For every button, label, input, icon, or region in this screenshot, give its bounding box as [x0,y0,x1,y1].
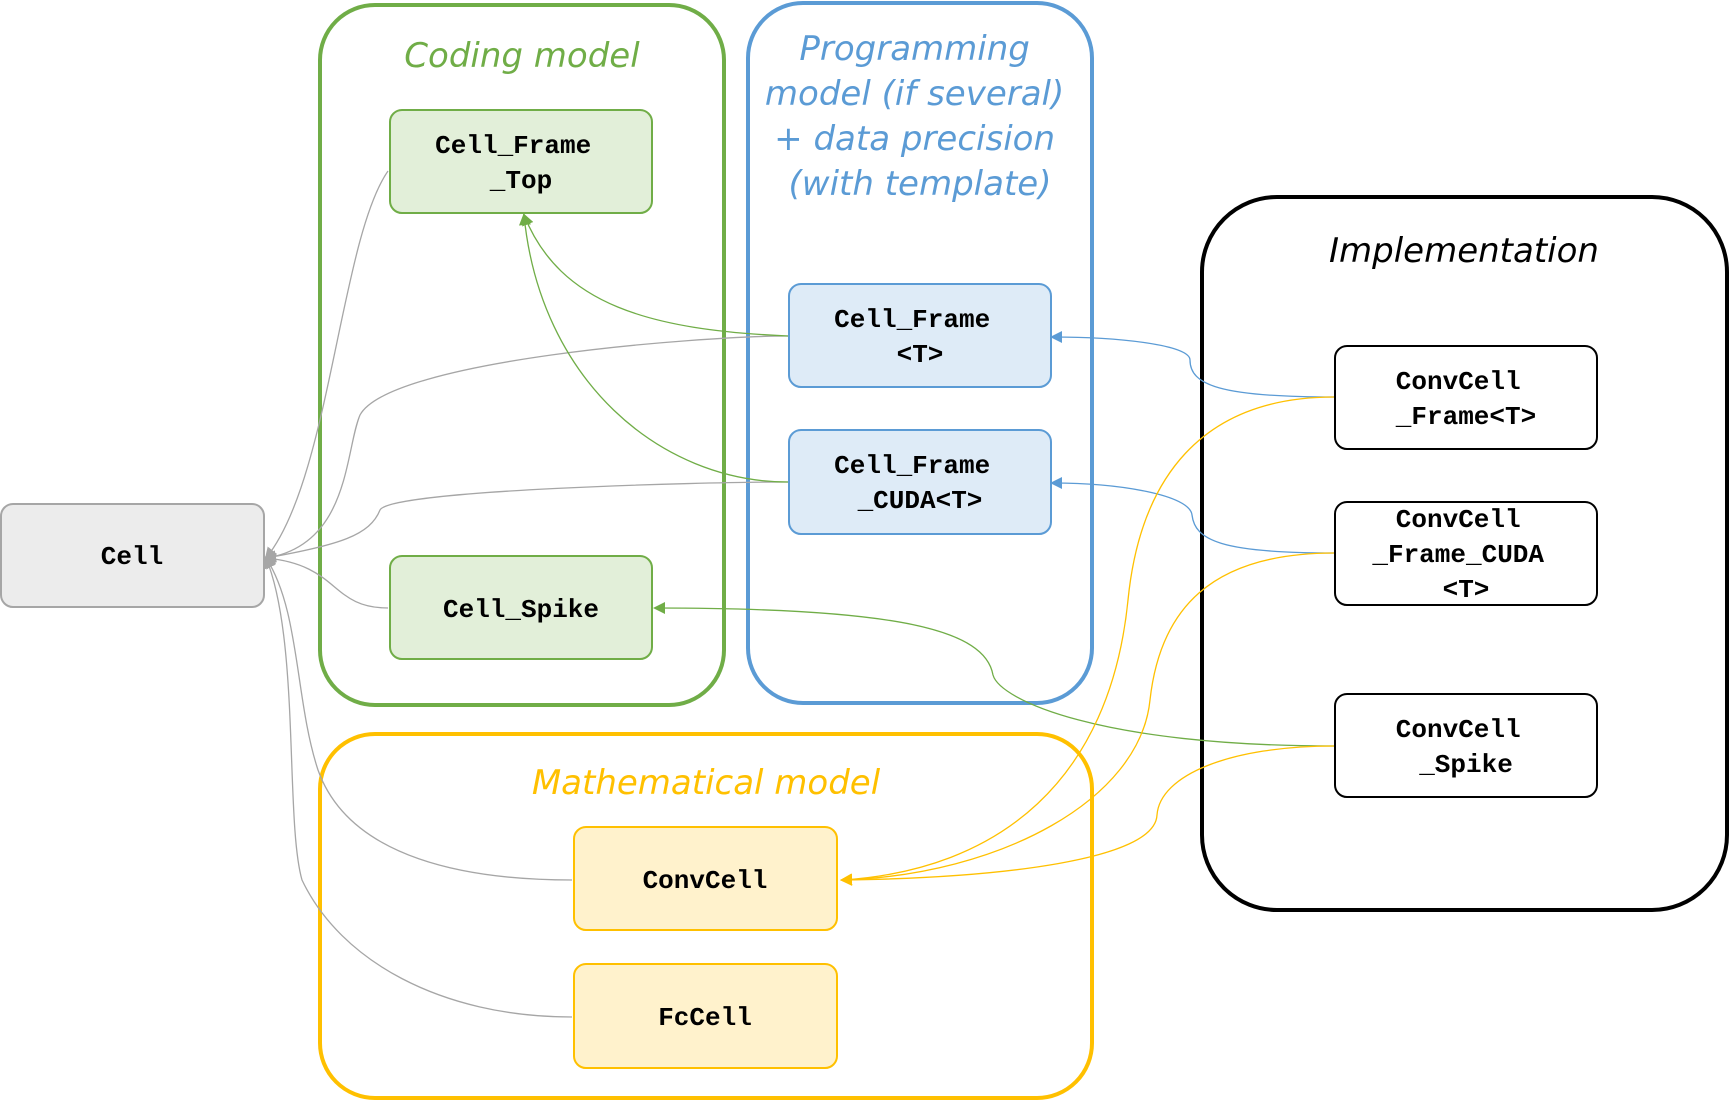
edge-convcell-to-cell [264,556,573,881]
implementation-title: Implementation [1329,231,1599,271]
node-fccell[interactable]: FcCell [573,963,838,1069]
node-convcell[interactable]: ConvCell [573,826,838,931]
edge-convcell-frame-t-to-convcell [840,396,1335,886]
programming-model-group [746,1,1094,705]
programming-model-title: Programming model (if several) + data pr… [765,29,1075,204]
edge-cell-frame-top-to-cell [264,170,389,560]
implementation-group [1200,195,1729,912]
svg-text:Cell_Frame _Top: Cell_Frame _Top [435,131,607,196]
coding-model-group [318,3,726,707]
edge-convcell-spike-to-cell-spike [653,602,1335,747]
node-convcell-spike[interactable]: ConvCell _Spike [1334,693,1598,798]
node-convcell-frame-t[interactable]: ConvCell _Frame<T> [1334,345,1598,450]
svg-text:Cell_Spike: Cell_Spike [443,595,599,625]
edge-convcell-spike-to-convcell [840,745,1335,886]
edge-cell-spike-to-cell [264,552,389,609]
edge-cell-frame-cuda-t-to-cell-frame-top [519,213,789,483]
edge-convcell-frame-cuda-t-to-cell-frame-cuda-t [1050,477,1335,554]
node-cell-spike[interactable]: Cell_Spike [389,555,653,660]
edge-fccell-to-cell [264,556,573,1018]
edge-convcell-frame-t-to-cell-frame-t [1050,331,1335,398]
node-cell[interactable]: Cell [0,503,265,608]
node-cell-frame-top[interactable]: Cell_Frame _Top [389,109,653,214]
svg-text:Cell_Frame <T>: Cell_Frame <T> [834,305,1006,370]
svg-text:ConvCell _Frame_CUDA: ConvCell _Frame_CUDA <T> [1371,505,1559,605]
svg-text:Cell: Cell [101,542,163,572]
node-convcell-frame-cuda-t[interactable]: ConvCell _Frame_CUDA <T> [1334,501,1598,606]
svg-text:ConvCell _Spike: ConvCell _Spike [1396,715,1536,780]
svg-text:FcCell: FcCell [658,1003,752,1033]
svg-text:ConvCell _Frame<T>: ConvCell _Frame<T> [1395,367,1536,432]
coding-model-title: Coding model [404,36,640,76]
svg-text:ConvCell: ConvCell [643,866,768,896]
node-cell-frame-cuda-t[interactable]: Cell_Frame _CUDA<T> [788,429,1052,535]
svg-text:Cell_Frame _CUDA<T>: Cell_Frame _CUDA<T> [834,451,1006,516]
edge-cell-frame-t-to-cell [264,335,789,563]
edge-cell-frame-cuda-t-to-cell [264,481,789,563]
edge-cell-frame-t-to-cell-frame-top [522,213,789,337]
edge-convcell-frame-cuda-t-to-convcell [840,552,1335,886]
mathematical-model-title: Mathematical model [532,763,881,803]
node-cell-frame-t[interactable]: Cell_Frame <T> [788,283,1052,388]
connectors [264,170,1335,1018]
mathematical-model-group [318,732,1094,1100]
